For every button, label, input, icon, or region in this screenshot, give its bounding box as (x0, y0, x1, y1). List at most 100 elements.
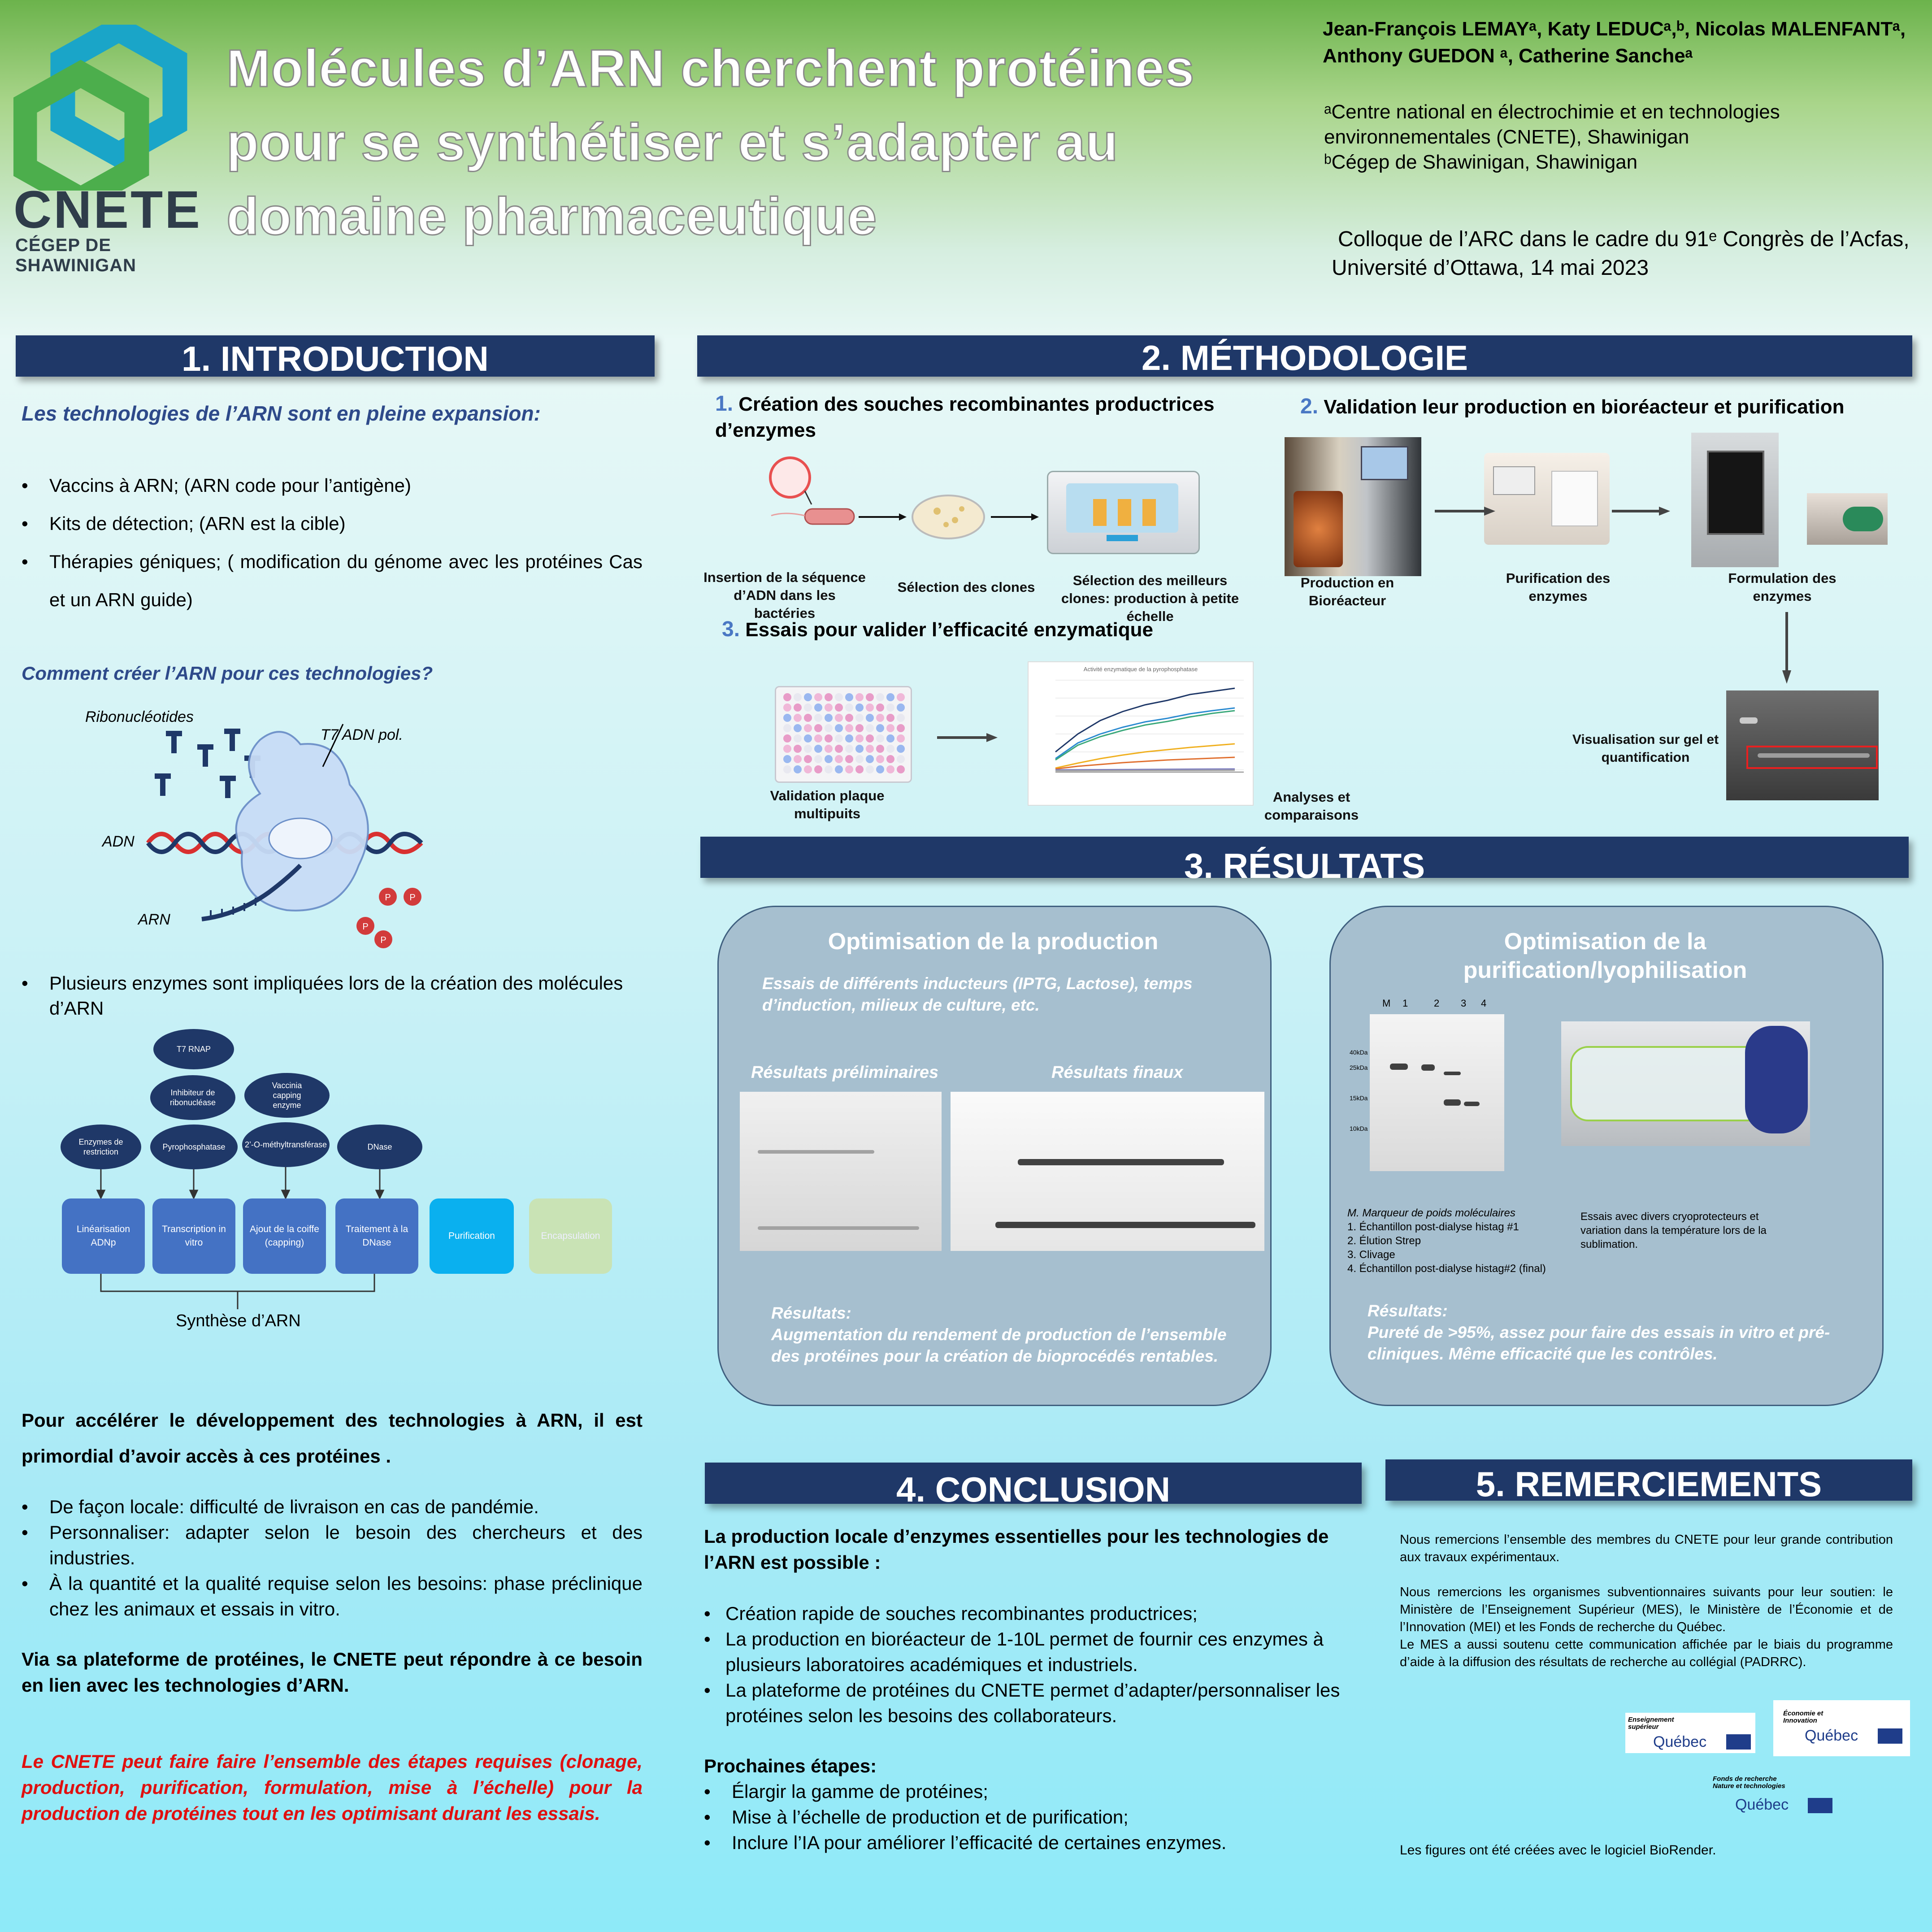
caption-bioreactor: Production en Bioréacteur (1300, 575, 1394, 608)
legend-2: 2. Élution Strep (1347, 1235, 1421, 1247)
legend-3: 3. Clivage (1347, 1249, 1395, 1261)
plate-well (855, 745, 864, 753)
plate-well (814, 724, 822, 732)
plate-well (814, 693, 822, 701)
plate-arrow (937, 733, 998, 742)
intro-bullet: De façon locale: difficulté de livraison… (22, 1494, 643, 1520)
plate-well (794, 734, 802, 742)
flow-oval-enzymes-restriction: Enzymes de restriction (61, 1124, 141, 1169)
plate-well (845, 724, 853, 732)
multiwell-plate-image (775, 686, 912, 783)
intro-heading-text: 1. INTRODUCTION (182, 339, 489, 378)
logo2-text: Économie et Innovation (1783, 1710, 1823, 1724)
logo-fonds-recherche: Fonds de recherche Nature et technologie… (1713, 1776, 1834, 1820)
step-number: 2. (1300, 395, 1319, 418)
caption-purification: Purification des enzymes (1506, 570, 1611, 604)
plate-well (814, 745, 822, 753)
conclusion-heading-text: 4. CONCLUSION (896, 1470, 1171, 1509)
plate-well (876, 703, 884, 712)
caption-selection: Sélection des clones (897, 579, 1035, 595)
plate-well (814, 734, 822, 742)
plate-well (876, 724, 884, 732)
plate-well (897, 755, 905, 763)
plate-well (855, 755, 864, 763)
logo3-quebec: Québec (1735, 1796, 1789, 1813)
flow-oval-t7rnap: T7 RNAP (153, 1029, 234, 1069)
intro-bullets-1: Vaccins à ARN; (ARN code pour l’antigène… (22, 466, 643, 619)
enzyme-vial-photo (1807, 493, 1888, 545)
plate-well (876, 714, 884, 722)
plate-well (794, 724, 802, 732)
plate-well (855, 714, 864, 722)
mini-chart-title: Activité enzymatique de la pyrophosphata… (1083, 666, 1198, 673)
method-step1: 1. Création des souches recombinantes pr… (715, 391, 1231, 443)
results-left-res-text: Augmentation du rendement de production … (771, 1325, 1227, 1365)
cnete-logo: CNETE CÉGEP DE SHAWINIGAN (13, 15, 200, 275)
method-step2: 2. Validation leur production en bioréac… (1300, 394, 1928, 420)
thanks-heading-text: 5. REMERCIEMENTS (1476, 1464, 1822, 1504)
intro-bullet: Plusieurs enzymes sont impliquées lors d… (22, 971, 643, 1021)
lane-3: 3 (1461, 998, 1467, 1009)
flow-oval-dnase: DNase (337, 1124, 422, 1169)
method-down-arrow (1782, 612, 1791, 684)
kda-10: 10kDa (1350, 1125, 1368, 1132)
lane-m: M (1382, 998, 1391, 1009)
authors-line1: Jean-François LEMAYᵃ, Katy LEDUCᵃ,ᵇ, Nic… (1323, 18, 1906, 40)
plate-well (794, 703, 802, 712)
plate-well (794, 745, 802, 753)
label-ribonucleotides: Ribonucléotides (85, 708, 194, 725)
method-heading-text: 2. MÉTHODOLOGIE (1141, 338, 1468, 378)
t7-polymerase-figure: P P P P (90, 704, 448, 964)
quebec-flag-icon (1878, 1728, 1902, 1744)
plate-well (794, 714, 802, 722)
plate-well (804, 693, 812, 701)
plate-well (794, 755, 802, 763)
plate-well (897, 734, 905, 742)
bacteria-icon (804, 508, 855, 525)
quantification-gel-image (1726, 690, 1879, 800)
plate-well (897, 714, 905, 722)
flow-box-capping: Ajout de la coiffe (capping) (243, 1198, 326, 1274)
method-step1-illustrations (769, 456, 1039, 539)
intro-platform: Via sa plateforme de protéines, le CNETE… (22, 1649, 643, 1696)
legend-1: 1. Échantillon post-dialyse histag #1 (1347, 1221, 1519, 1233)
intro-heading: 1. INTRODUCTION (16, 335, 655, 378)
plate-well (886, 734, 894, 742)
quebec-flag-icon (1808, 1798, 1832, 1813)
final-results-gel (951, 1092, 1264, 1251)
poster-title-line2: pour se synthétiser et s’adapter au (226, 113, 1119, 173)
authors: Jean-François LEMAYᵃ, Katy LEDUCᵃ,ᵇ, Nic… (1323, 16, 1923, 69)
intro-bullet: À la quantité et la qualité requise selo… (22, 1571, 643, 1622)
lyophilizer-photo (1691, 433, 1779, 567)
plate-well (886, 755, 894, 763)
next-step-bullet: Mise à l’échelle de production et de pur… (704, 1804, 1341, 1830)
plate-well (783, 714, 791, 722)
results-right-title1: Optimisation de la (1504, 929, 1706, 955)
plate-well (835, 745, 843, 753)
plate-well (804, 724, 812, 732)
poster-title-line1: Molécules d’ARN cherchent protéines (226, 39, 1195, 99)
prelim-results-gel (740, 1092, 942, 1251)
step3-text: Essais pour valider l’efficacité enzymat… (745, 619, 1153, 641)
plate-well (855, 724, 864, 732)
caption-insertion: Insertion de la séquence d’ADN dans les … (703, 569, 866, 621)
incubator-shaker-icon (1047, 471, 1200, 554)
activity-curves (1055, 680, 1244, 773)
intro-bullet: Kits de détection; (ARN est la cible) (22, 504, 643, 543)
plate-well (876, 734, 884, 742)
plate-well (845, 745, 853, 753)
plate-well (825, 714, 833, 722)
conclusion-heading: 4. CONCLUSION (705, 1463, 1362, 1509)
label-arn: ARN (138, 911, 170, 928)
plate-well (794, 693, 802, 701)
thanks-text: Nous remercions l’ensemble des membres d… (1400, 1531, 1893, 1671)
plate-well (783, 745, 791, 753)
flow-box-linearisation: Linéarisation ADNp (62, 1198, 145, 1274)
flow-box-purification: Purification (430, 1198, 514, 1274)
label-t7-pol: T7 ADN pol. (321, 726, 403, 743)
phosphate-label: P (380, 935, 386, 945)
affiliations: ᵃCentre national en électrochimie et en … (1324, 100, 1925, 175)
conclusion-bullets: Création rapide de souches recombinantes… (704, 1601, 1341, 1728)
method-heading: 2. MÉTHODOLOGIE (697, 335, 1912, 378)
intro-subheading-2: Comment créer l’ARN pour ces technologie… (22, 663, 433, 684)
